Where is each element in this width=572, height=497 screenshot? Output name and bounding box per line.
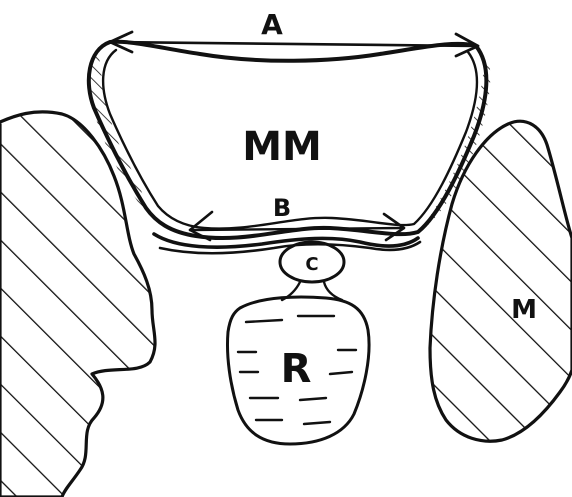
label-a: A (261, 8, 283, 41)
label-mm: MM (242, 124, 322, 170)
label-b: B (273, 194, 291, 222)
left-hatched-region (0, 112, 155, 497)
label-r: R (281, 346, 312, 392)
arrow-a-shaft (112, 42, 476, 46)
label-c: C (305, 254, 318, 275)
right-hatched-region (430, 121, 572, 441)
label-m: M (511, 295, 537, 325)
